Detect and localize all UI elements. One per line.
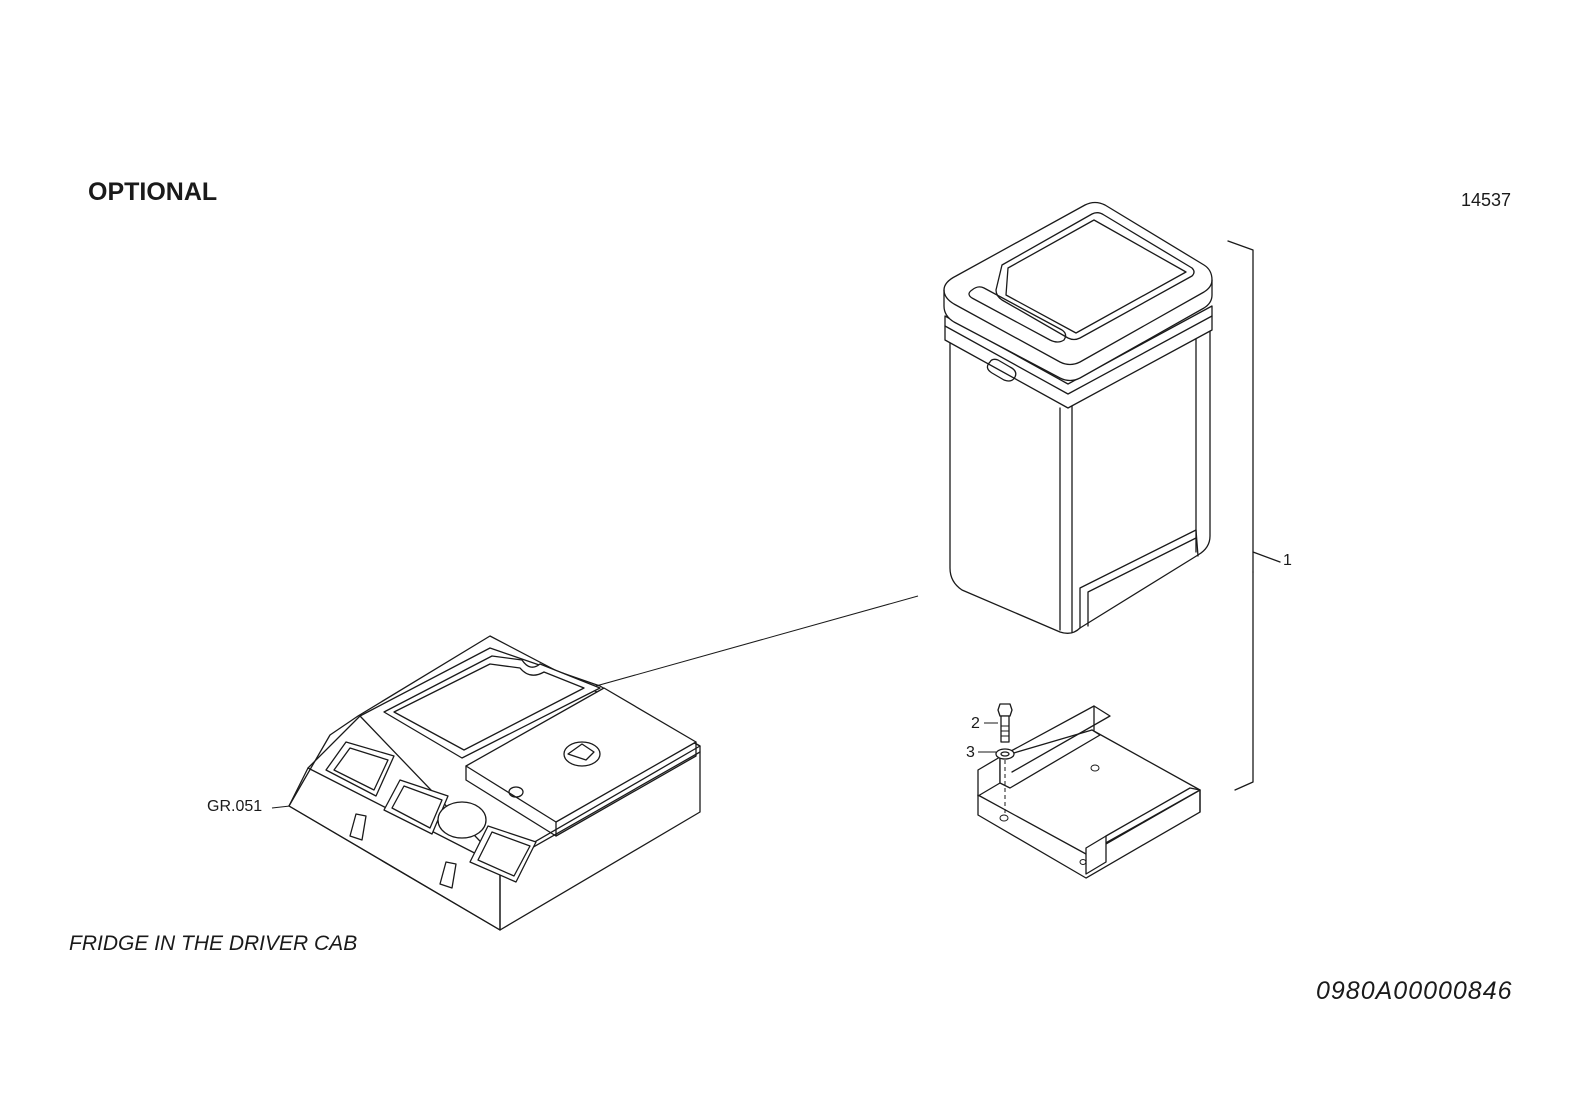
callout-item-1: 1 [1283,552,1292,569]
page-title: OPTIONAL [88,178,218,206]
callout-item-2: 2 [971,715,980,732]
item-1-bracket-brace [1227,240,1281,791]
washer [995,748,1015,760]
leader-gr051 [271,805,291,809]
fridge-unit [943,201,1213,634]
bolt [997,703,1013,743]
callout-group-ref: GR.051 [207,798,263,815]
mounting-bracket [977,705,1201,879]
drawing-code: 0980A00000846 [1316,977,1513,1005]
figure-caption: FRIDGE IN THE DRIVER CAB [69,932,358,955]
sheet-number: 14537 [1461,190,1512,210]
callout-item-3: 3 [966,744,975,761]
cab-console [288,635,701,931]
